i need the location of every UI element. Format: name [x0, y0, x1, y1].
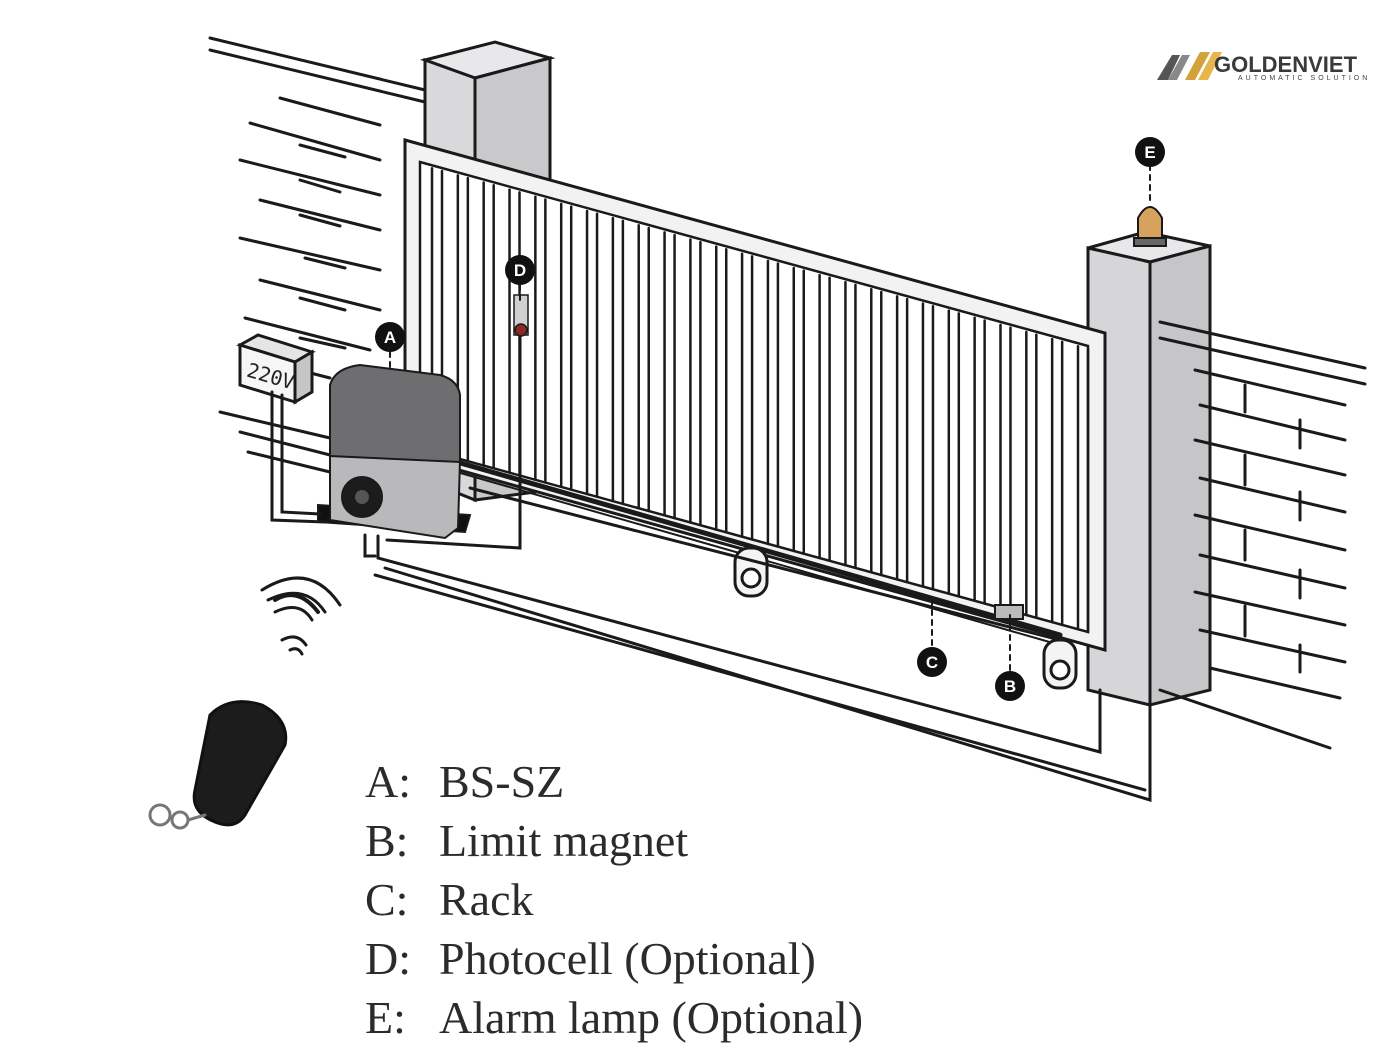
left-brick-wall [208, 36, 427, 474]
legend-key: C: [365, 874, 409, 925]
legend-text: Limit magnet [439, 815, 689, 866]
logo-name: GOLDENVIET [1214, 52, 1358, 77]
svg-text:D: D [514, 261, 526, 280]
svg-text:E: E [1144, 143, 1155, 162]
legend-item-e: E: Alarm lamp (Optional) [365, 988, 1065, 1047]
legend-item-a: A: BS-SZ [365, 752, 1065, 811]
callout-e: E [1135, 137, 1165, 167]
gate-motor [317, 363, 472, 540]
legend-key: E: [365, 992, 406, 1043]
photocell [513, 294, 529, 337]
legend-key: B: [365, 815, 409, 866]
legend-key: D: [365, 933, 411, 984]
power-box [236, 333, 316, 405]
gate-bars [430, 167, 1090, 634]
gate-wheel-right [1042, 638, 1078, 690]
rack [468, 486, 1062, 642]
legend-item-c: C: Rack [365, 870, 1065, 929]
legend-text: Alarm lamp (Optional) [439, 992, 864, 1043]
legend: A: BS-SZ B: Limit magnet C: Rack D: Photocel… [365, 752, 1065, 1047]
legend-text: Photocell (Optional) [439, 933, 816, 984]
wiring [270, 260, 1152, 803]
logo-mark-icon [1157, 52, 1222, 80]
callout-c: C [917, 647, 947, 677]
legend-text: BS-SZ [439, 756, 565, 807]
legend-item-b: B: Limit magnet [365, 811, 1065, 870]
logo-tagline: AUTOMATIC SOLUTION [1238, 75, 1370, 82]
legend-item-d: D: Photocell (Optional) [365, 929, 1065, 988]
svg-text:B: B [1004, 677, 1016, 696]
callout-a: A [375, 322, 405, 352]
right-brick-wall [1158, 320, 1367, 750]
legend-text: Rack [439, 874, 534, 925]
remote-control [148, 576, 342, 830]
callout-b: B [995, 671, 1025, 701]
callout-d: D [505, 255, 535, 285]
alarm-lamp [1133, 206, 1167, 247]
svg-text:C: C [926, 653, 938, 672]
svg-text:A: A [384, 328, 396, 347]
legend-key: A: [365, 756, 411, 807]
gate-wheel-left [733, 546, 769, 598]
callout-leaders [389, 164, 1151, 673]
